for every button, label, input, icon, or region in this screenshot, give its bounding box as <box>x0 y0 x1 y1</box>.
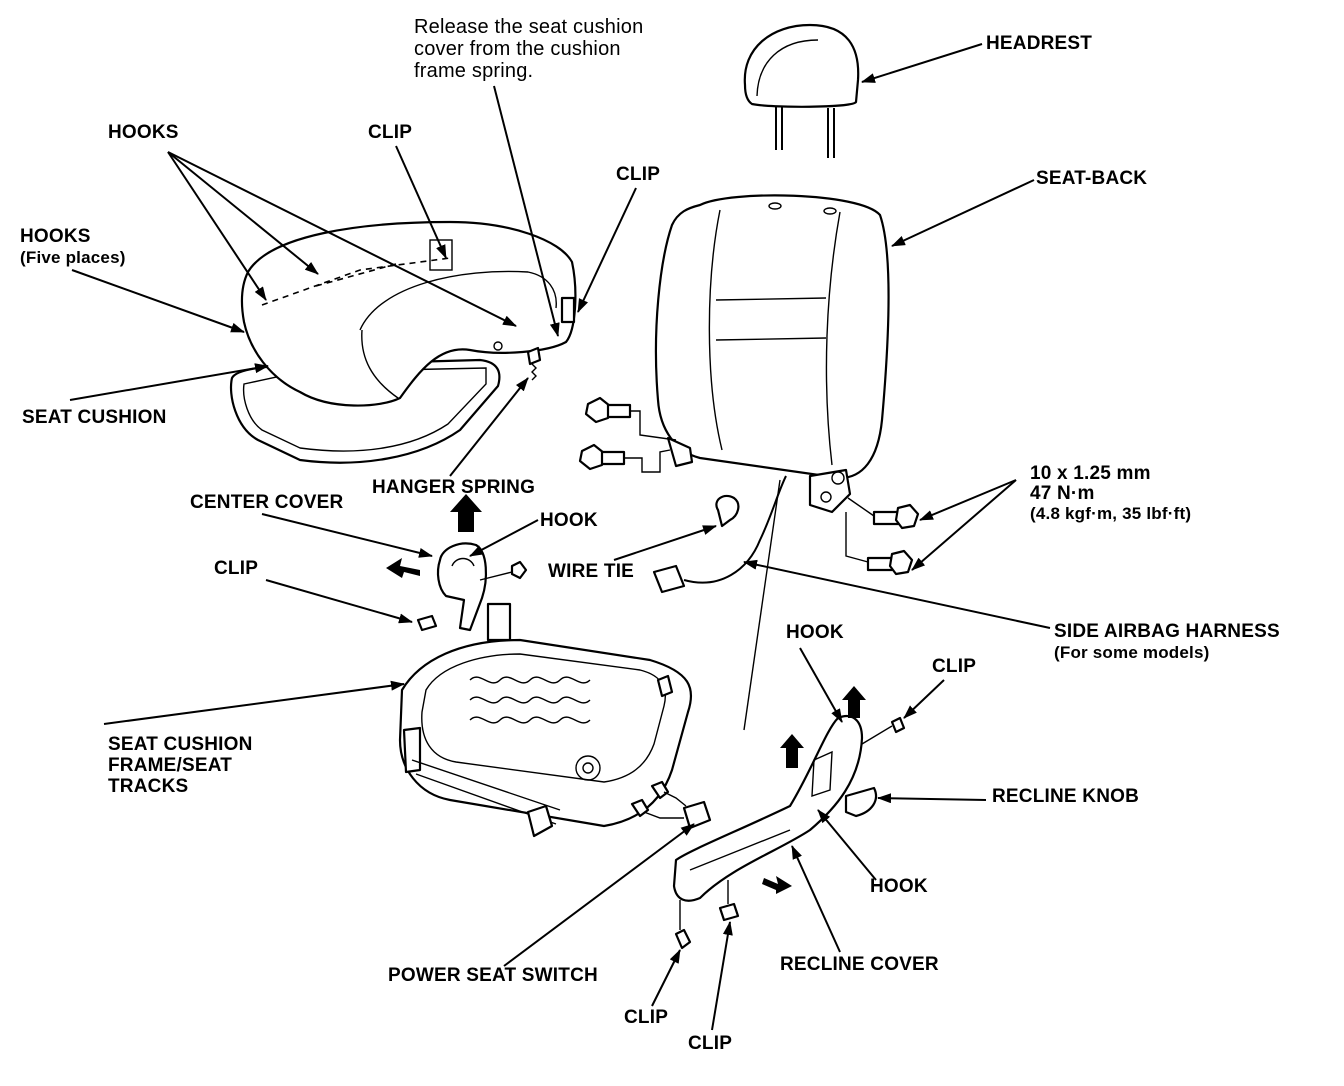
label-seat-back: SEAT-BACK <box>1036 168 1148 189</box>
label-clip-bottom-right: CLIP <box>688 1033 733 1054</box>
seat-back-left-bolts <box>578 396 677 473</box>
label-wire-tie: WIRE TIE <box>548 561 635 582</box>
seat-cushion-part <box>230 220 577 464</box>
label-clip-top-left: CLIP <box>368 122 413 143</box>
label-seat-cushion: SEAT CUSHION <box>22 407 167 428</box>
label-hook-recline-top: HOOK <box>786 622 844 643</box>
label-hooks-top: HOOKS <box>108 122 179 143</box>
label-seat-cushion-frame-tracks: SEAT CUSHION FRAME/SEAT TRACKS <box>108 734 253 797</box>
label-hooks-five-places: HOOKS (Five places) <box>20 226 126 267</box>
label-bolt-spec: 10 x 1.25 mm 47 N·m (4.8 kgf·m, 35 lbf·f… <box>1030 463 1192 524</box>
seat-frame-part <box>398 602 693 838</box>
seat-back-part <box>654 194 890 514</box>
label-hanger-spring: HANGER SPRING <box>372 477 536 498</box>
label-headrest: HEADREST <box>986 33 1093 54</box>
power-seat-switch-part <box>630 780 712 830</box>
seat-back-right-bolts <box>845 497 920 576</box>
removal-arrows <box>386 494 866 894</box>
wire-tie-harness-part <box>652 475 787 731</box>
recline-cover-part <box>672 714 906 950</box>
leader-lines <box>69 43 1051 1031</box>
label-center-cover: CENTER COVER <box>190 492 344 513</box>
label-side-airbag-harness: SIDE AIRBAG HARNESS (For some models) <box>1054 621 1280 662</box>
headrest-part <box>743 23 860 158</box>
label-power-seat-switch: POWER SEAT SWITCH <box>388 965 598 986</box>
label-hook-recline-bottom: HOOK <box>870 876 928 897</box>
label-clip-center: CLIP <box>214 558 259 579</box>
label-recline-cover: RECLINE COVER <box>780 954 939 975</box>
label-hook-center: HOOK <box>540 510 598 531</box>
label-recline-knob: RECLINE KNOB <box>992 786 1140 807</box>
label-clip-recline-top: CLIP <box>932 656 977 677</box>
release-cover-note: Release the seat cushion cover from the … <box>414 16 644 82</box>
label-clip-bottom-left: CLIP <box>624 1007 669 1028</box>
label-clip-top-right: CLIP <box>616 164 661 185</box>
center-cover-part <box>416 542 528 632</box>
